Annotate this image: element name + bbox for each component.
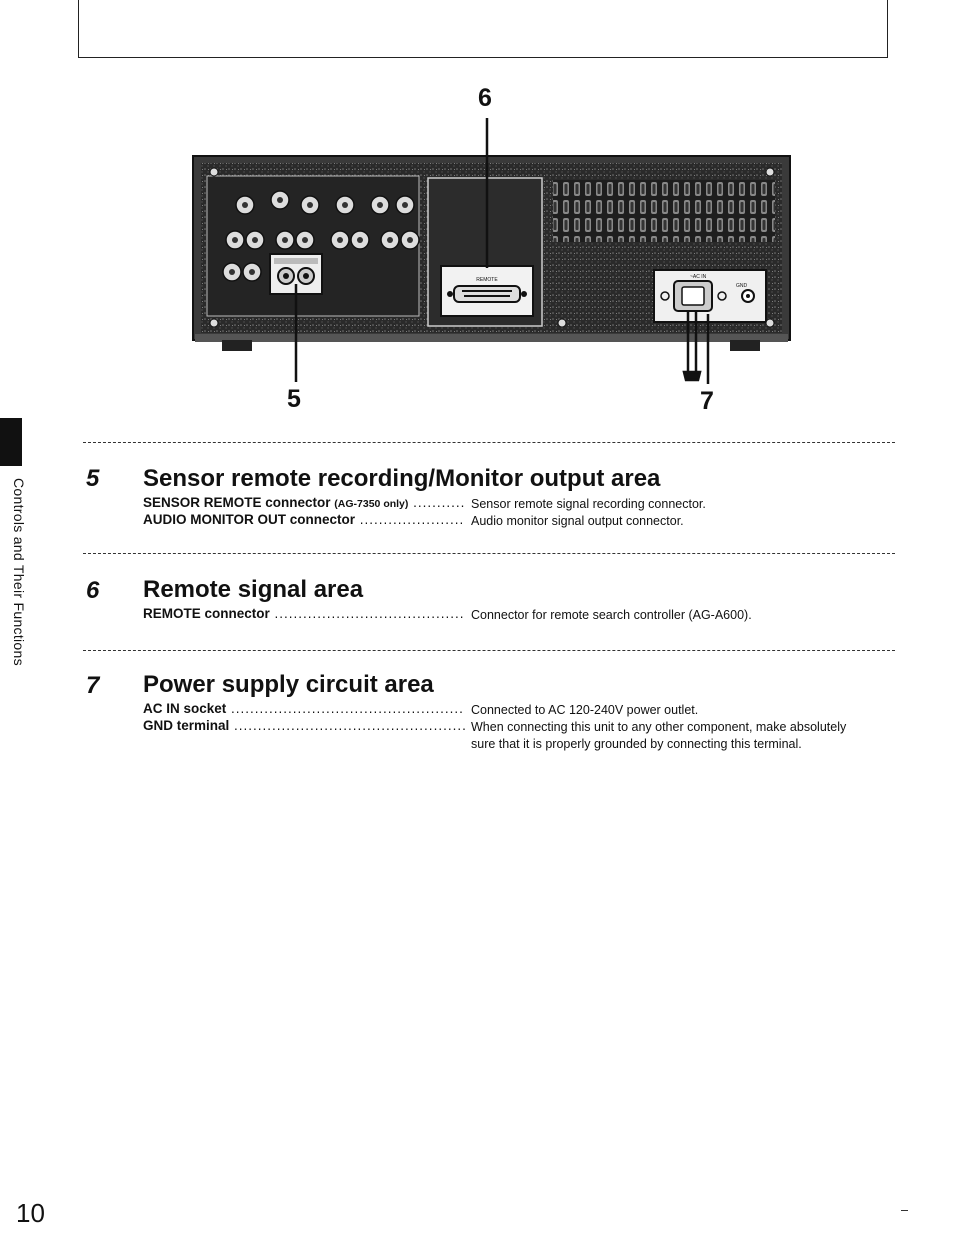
section-title: Power supply circuit area — [143, 671, 434, 698]
section-title: Sensor remote recording/Monitor output a… — [143, 465, 661, 492]
monitor-out-box — [269, 253, 323, 295]
callout-5: 5 — [287, 385, 301, 413]
entry-term-note: (AG-7350 only) — [334, 498, 409, 510]
vent-grille — [553, 180, 775, 242]
section-divider — [83, 650, 895, 651]
foot-left — [222, 340, 252, 351]
entry-description: Connected to AC 120-240V power outlet. — [471, 703, 699, 717]
entry-description: When connecting this unit to any other c… — [471, 720, 847, 751]
entry-description: Connector for remote search controller (… — [471, 608, 752, 622]
section-title: Remote signal area — [143, 576, 364, 603]
section-divider — [83, 442, 895, 443]
power-cord — [682, 310, 702, 382]
chapter-tab-marker — [0, 418, 22, 466]
section-number: 7 — [86, 672, 100, 699]
entry-term: AUDIO MONITOR OUT connector — [143, 512, 465, 527]
entry-description: Audio monitor signal output connector. — [471, 514, 684, 528]
remote-panel-label: REMOTE — [476, 277, 498, 283]
entry-description: Sensor remote signal recording connector… — [471, 497, 706, 511]
remote-recess: REMOTE — [427, 177, 543, 327]
chapter-side-label: Controls and Their Functions — [11, 478, 27, 666]
page-number: 10 — [16, 1198, 45, 1228]
entry-term: SENSOR REMOTE connector (AG-7350 only) — [143, 495, 465, 510]
section-number: 6 — [86, 577, 100, 604]
top-frame-box — [78, 0, 888, 58]
section-number: 5 — [86, 465, 100, 492]
ac-in-panel-label: ~AC IN — [690, 274, 707, 280]
rear-panel-illustration: REMOTE ~AC IN GND — [192, 118, 791, 384]
section-divider — [83, 553, 895, 554]
gnd-panel-label: GND — [736, 283, 748, 289]
entry-term: AC IN socket — [143, 701, 465, 716]
callout-6: 6 — [478, 84, 492, 112]
ac-in-box: ~AC IN GND — [653, 269, 767, 323]
page-corner-mark — [901, 1210, 908, 1211]
entry-term: REMOTE connector — [143, 606, 465, 621]
entry-term: GND terminal — [143, 718, 465, 733]
callout-7: 7 — [700, 387, 714, 415]
foot-right — [730, 340, 760, 351]
